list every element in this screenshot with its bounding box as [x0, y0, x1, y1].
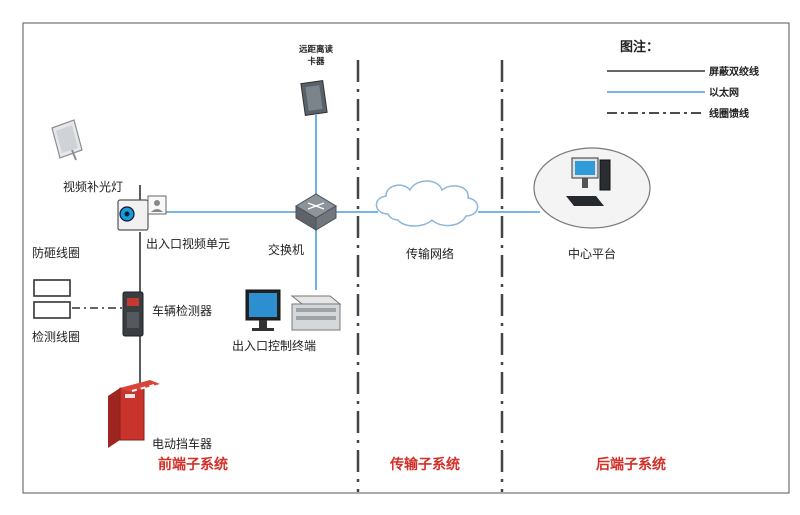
- fill-light-icon: [51, 119, 83, 161]
- legend-label-loop-feeder: 线圈馈线: [709, 107, 749, 120]
- anti-smash-loop-label: 防砸线圈: [32, 245, 80, 260]
- video-unit-icon: [117, 195, 167, 231]
- center-platform-label: 中心平台: [568, 246, 616, 261]
- control-terminal-label: 出入口控制终端: [232, 338, 316, 353]
- switch-icon: [295, 193, 337, 231]
- card-reader-label-line2: 卡器: [307, 56, 325, 67]
- cloud-icon: [375, 180, 479, 227]
- subsystem-back-label: 后端子系统: [596, 456, 666, 473]
- legend-label-twisted-pair: 屏蔽双绞线: [708, 65, 759, 78]
- switch-label: 交换机: [268, 242, 304, 257]
- card-reader-icon: [300, 80, 328, 116]
- diagram-frame: [22, 22, 790, 494]
- legend: 图注： 屏蔽双绞线 以太网 线圈馈线: [607, 39, 759, 120]
- detect-loop-label: 检测线圈: [32, 329, 80, 344]
- card-reader-label-line1: 远距离读: [299, 44, 334, 55]
- vehicle-detector-label: 车辆检测器: [152, 303, 212, 318]
- fill-light-label: 视频补光灯: [63, 179, 123, 194]
- barrier-gate-icon: [108, 380, 160, 448]
- center-platform-icon: [533, 147, 651, 229]
- video-unit-label: 出入口视频单元: [146, 236, 230, 251]
- network-label: 传输网络: [406, 246, 454, 261]
- vehicle-detector-icon: [122, 291, 144, 337]
- control-terminal-icon: [245, 289, 342, 331]
- subsystem-transport-label: 传输子系统: [389, 456, 460, 473]
- barrier-label: 电动挡车器: [152, 436, 212, 451]
- subsystem-front-label: 前端子系统: [158, 456, 228, 473]
- legend-label-ethernet: 以太网: [709, 86, 739, 99]
- legend-title: 图注：: [620, 39, 659, 55]
- loop-coils-icon: [33, 279, 71, 319]
